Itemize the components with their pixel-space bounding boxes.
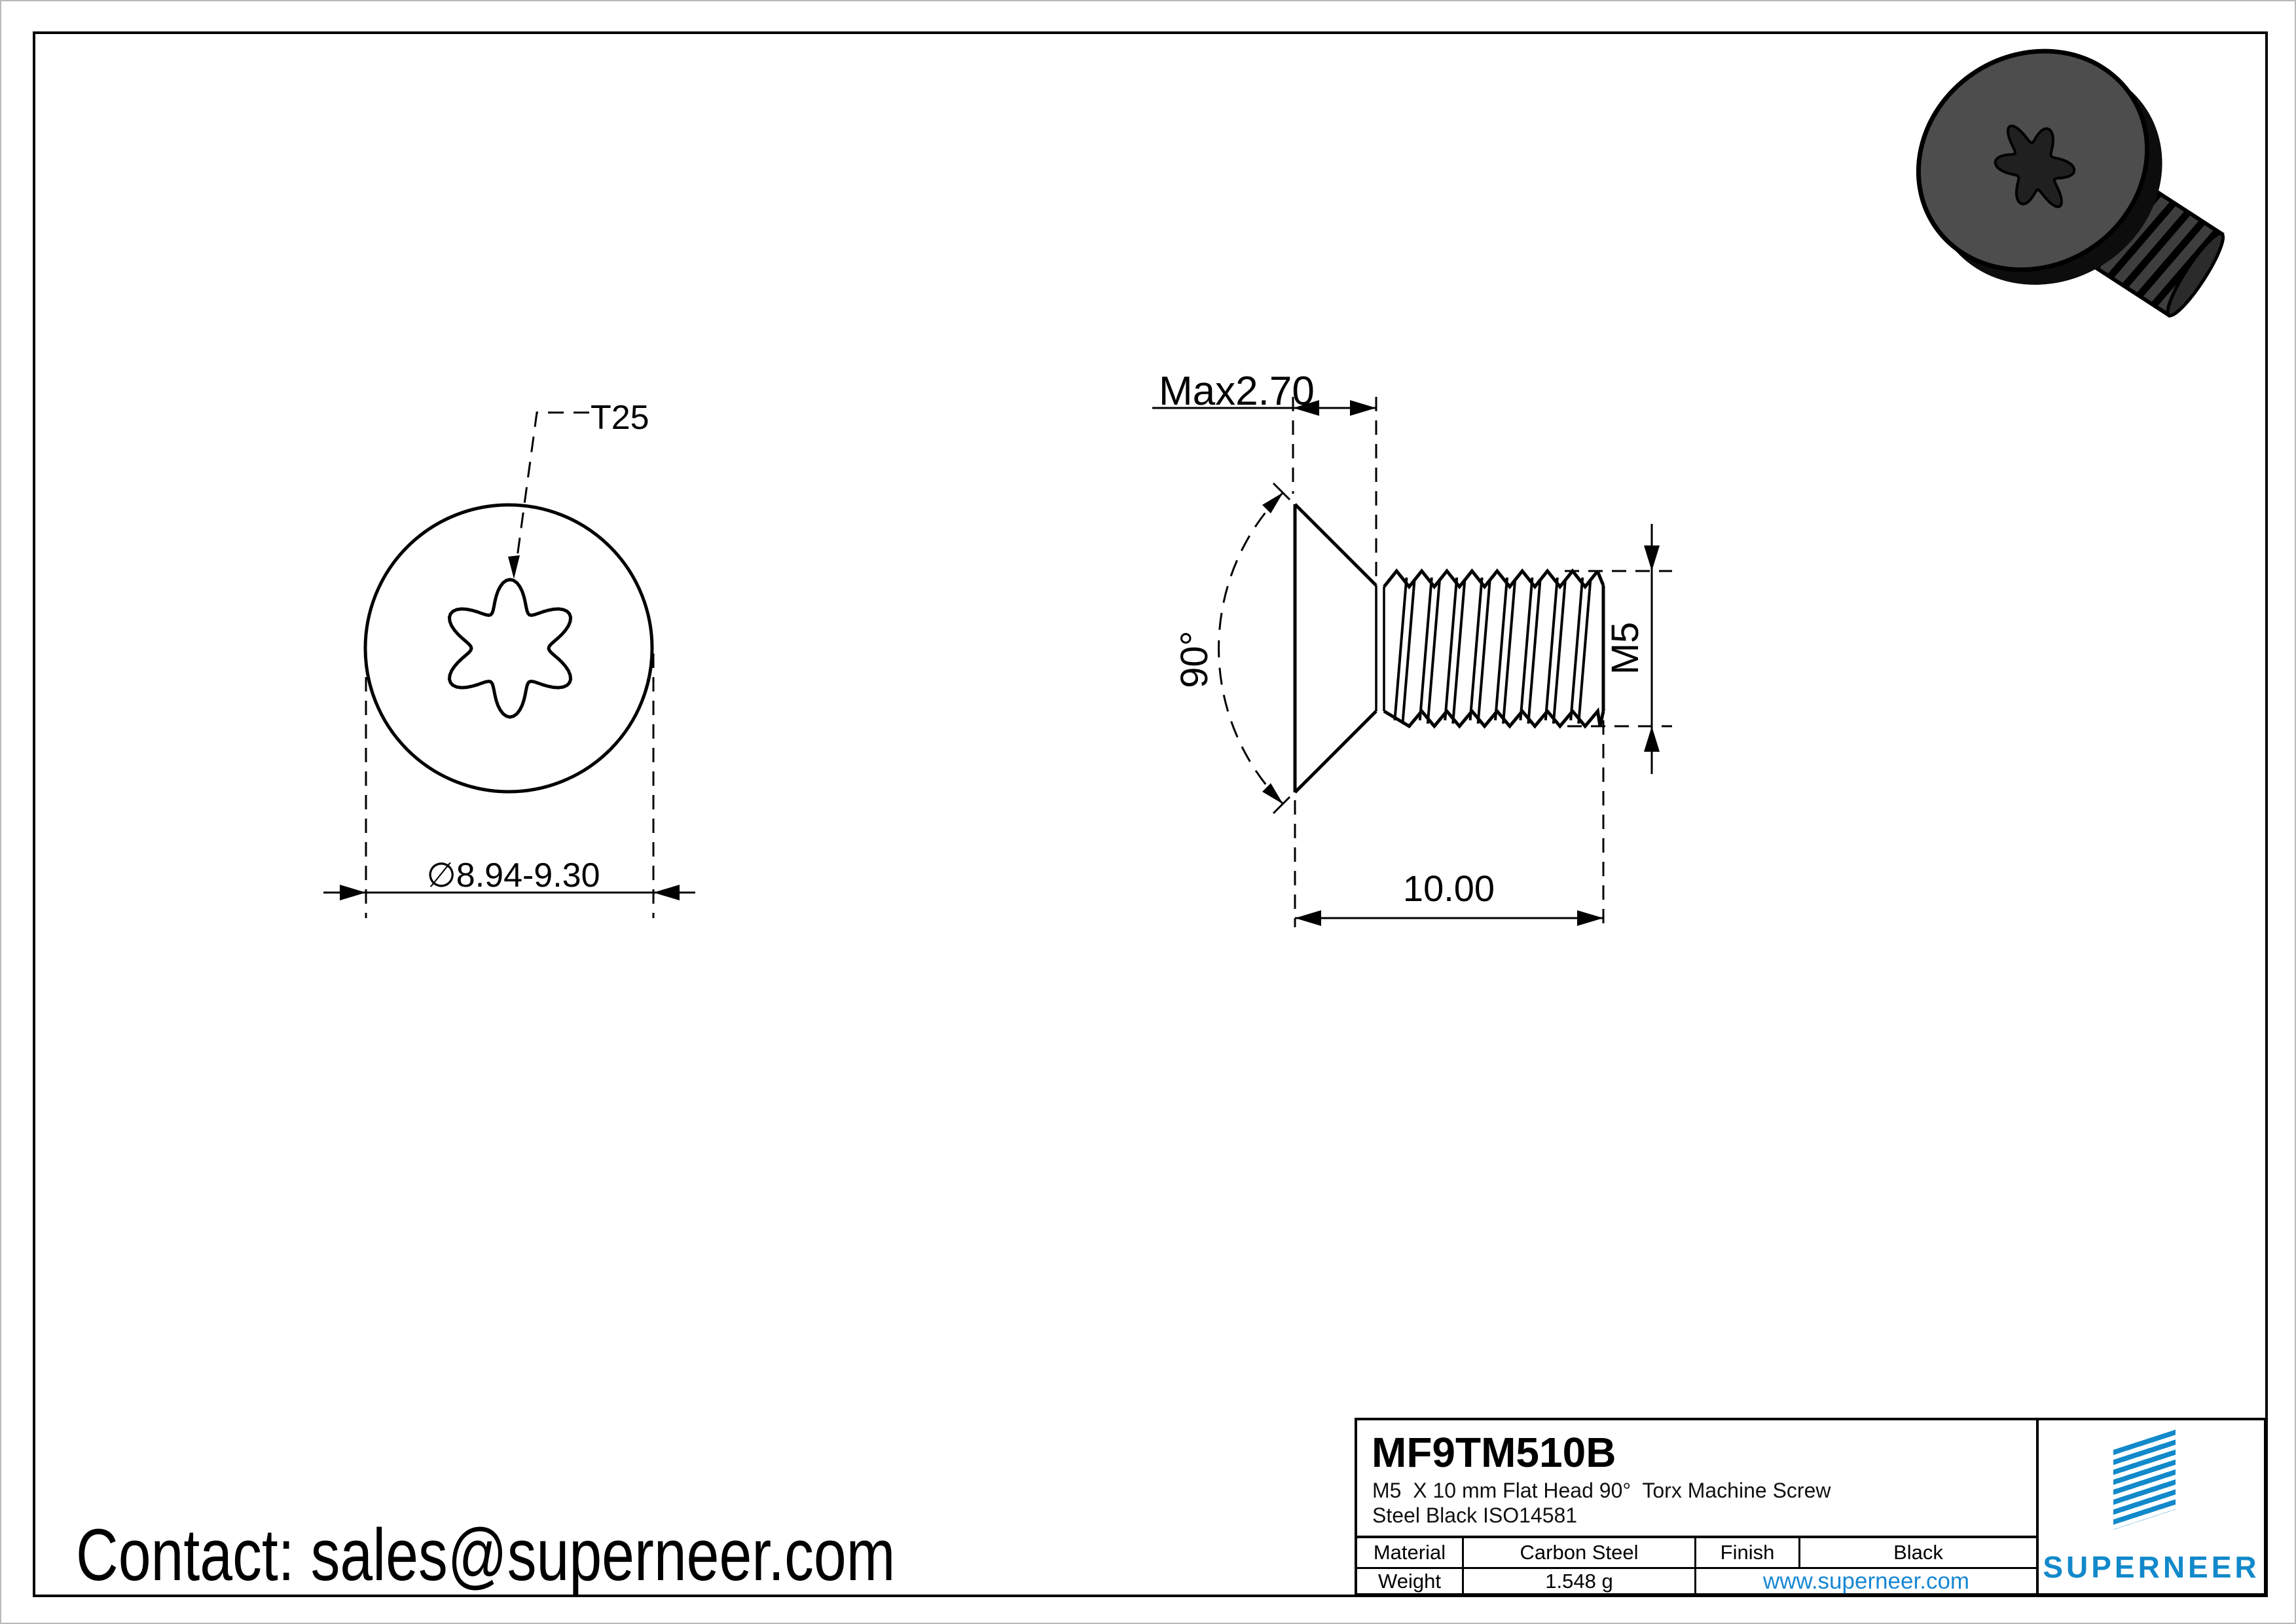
- divider: [1357, 1567, 2036, 1569]
- head-diameter-dimension: [323, 654, 695, 918]
- side-view: Max2.70 90° M5 10.00: [1152, 369, 1672, 927]
- drive-size-label: T25: [591, 399, 649, 437]
- page-frame: [33, 31, 2268, 1597]
- divider: [1357, 1536, 2036, 1538]
- screw-3d-preview: [1916, 48, 2225, 318]
- head-angle-label: 90°: [1173, 631, 1216, 688]
- brand-logo-stripes-icon: [2113, 1430, 2176, 1530]
- divider: [1798, 1536, 1800, 1569]
- finish-label: Finish: [1720, 1541, 1775, 1564]
- thread-profile: [1383, 568, 1602, 729]
- material-label: Material: [1373, 1541, 1446, 1564]
- part-number: MF9TM510B: [1372, 1429, 1616, 1476]
- finish-value: Black: [1893, 1541, 1943, 1564]
- website-link[interactable]: www.superneer.com: [1762, 1568, 1970, 1594]
- divider: [1694, 1536, 1696, 1593]
- length-label: 10.00: [1403, 868, 1495, 909]
- head-angle-dimension: [1218, 482, 1291, 815]
- head-height-label: Max2.70: [1159, 369, 1315, 414]
- title-block: MF9TM510B M5 X 10 mm Flat Head 90° Torx …: [1355, 1418, 2267, 1596]
- weight-value: 1.548 g: [1545, 1569, 1613, 1593]
- head-height-dimension: [1152, 397, 1377, 579]
- divider: [1462, 1536, 1464, 1593]
- head-diameter-label: ∅8.94-9.30: [426, 857, 600, 895]
- thread-size-label: M5: [1604, 622, 1647, 675]
- drive-leader-arrow: [508, 555, 520, 579]
- brand-name: SUPERNEER: [2043, 1550, 2260, 1584]
- contact-line: Contact: sales@superneer.com: [76, 1514, 896, 1596]
- head-cone-bottom: [1294, 710, 1377, 794]
- part-description-line1: M5 X 10 mm Flat Head 90° Torx Machine Sc…: [1372, 1479, 1831, 1502]
- drive-leader-line: [515, 411, 589, 563]
- front-view: T25 ∅8.94-9.30: [323, 399, 695, 918]
- brand-logo: SUPERNEER: [2036, 1420, 2267, 1593]
- head-outline-circle: [363, 503, 654, 794]
- thread-diameter-dimension: [1565, 524, 1672, 774]
- torx-recess-3d: [1994, 124, 2076, 208]
- divider: [2036, 1420, 2039, 1593]
- weight-label: Weight: [1378, 1569, 1441, 1593]
- torx-recess-outline: [447, 578, 573, 719]
- part-description-line2: Steel Black ISO14581: [1372, 1504, 1578, 1527]
- length-dimension: [1294, 720, 1605, 927]
- material-value: Carbon Steel: [1520, 1541, 1639, 1564]
- head-cone-top: [1294, 503, 1377, 587]
